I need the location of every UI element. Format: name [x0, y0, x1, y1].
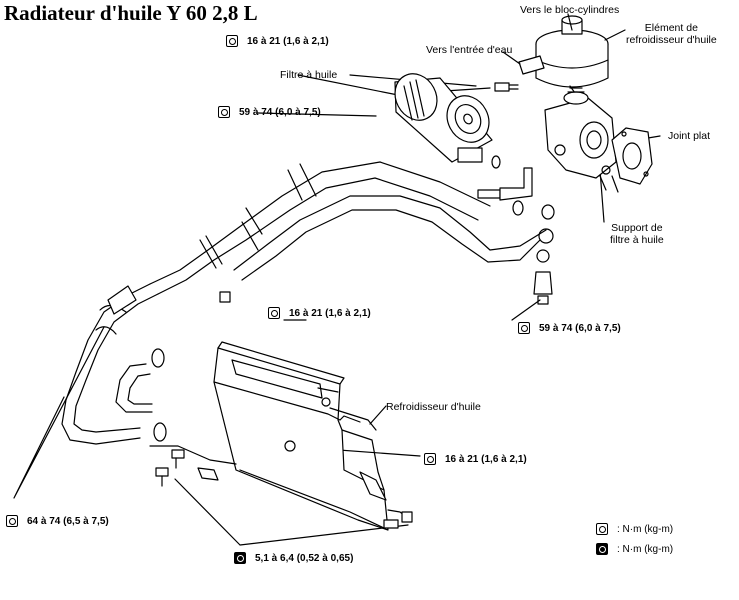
diagram-title: Radiateur d'huile Y 60 2,8 L: [4, 1, 258, 25]
label-vers-entree-eau: Vers l'entrée d'eau: [426, 44, 513, 56]
torque-spec-pipe: 64 à 74 (6,5 à 7,5): [6, 515, 109, 527]
torque-spec-filter: 59 à 74 (6,0 à 7,5): [218, 106, 321, 118]
torque-value: 16 à 21 (1,6 à 2,1): [445, 453, 527, 465]
legend-filled: : N·m (kg-m): [596, 543, 673, 555]
oil-cooler-element: [518, 15, 609, 105]
hose-clamps: [199, 163, 317, 269]
label-vers-bloc: Vers le bloc-cylindres: [520, 4, 620, 16]
filled-torque-icon: [596, 543, 608, 555]
oil-cooler-radiator: [213, 341, 389, 531]
torque-wrench-icon: [518, 322, 530, 334]
torque-spec-bolts: 5,1 à 6,4 (0,52 à 0,65): [234, 552, 353, 564]
torque-spec-radiator: 16 à 21 (1,6 à 2,1): [424, 453, 527, 465]
return-pipe: [115, 348, 167, 442]
legend-text: : N·m (kg-m): [617, 543, 674, 555]
torque-spec-hose-bolt: 16 à 21 (1,6 à 2,1): [268, 307, 371, 319]
fitting-59: [457, 147, 501, 169]
torque-spec-lower-fitting: 59 à 74 (6,0 à 7,5): [518, 322, 621, 334]
small-bolts: [155, 449, 399, 529]
filter-support: [544, 87, 619, 193]
gasket: [611, 127, 653, 185]
open-torque-icon: [596, 523, 608, 535]
radiator-brackets: [149, 445, 413, 523]
label-support-filtre: Support de filtre à huile: [610, 222, 664, 246]
oil-filter: [394, 73, 493, 163]
legend-text: : N·m (kg-m): [617, 523, 674, 535]
label-joint-plat: Joint plat: [668, 130, 711, 142]
torque-value: 16 à 21 (1,6 à 2,1): [247, 35, 329, 47]
label-refroidisseur-huile: Refroidisseur d'huile: [386, 401, 481, 413]
lower-fitting: [533, 204, 555, 305]
label-element-refroidisseur: Elément de refroidisseur d'huile: [626, 22, 717, 46]
torque-wrench-icon: [268, 307, 280, 319]
torque-value: 59 à 74 (6,0 à 7,5): [539, 322, 621, 334]
torque-value: 64 à 74 (6,5 à 7,5): [27, 515, 109, 527]
legend-open: : N·m (kg-m): [596, 523, 673, 535]
torque-value: 59 à 74 (6,0 à 7,5): [239, 106, 321, 118]
hose-bolt: [219, 291, 231, 303]
torque-spec-top: 16 à 21 (1,6 à 2,1): [226, 35, 329, 47]
torque-wrench-icon: [226, 35, 238, 47]
hose-upper: [149, 161, 491, 295]
elbow-fitting: [477, 167, 533, 216]
torque-wrench-icon: [6, 515, 18, 527]
long-pipe: [61, 283, 159, 445]
hose-lower: [233, 195, 547, 281]
torque-wrench-icon: [218, 106, 230, 118]
bolt-top: [494, 82, 519, 92]
label-filtre-huile: Filtre à huile: [280, 69, 338, 81]
torque-value: 16 à 21 (1,6 à 2,1): [289, 307, 371, 319]
torque-wrench-icon: [424, 453, 436, 465]
torque-wrench-filled-icon: [234, 552, 246, 564]
torque-value: 5,1 à 6,4 (0,52 à 0,65): [255, 552, 354, 564]
